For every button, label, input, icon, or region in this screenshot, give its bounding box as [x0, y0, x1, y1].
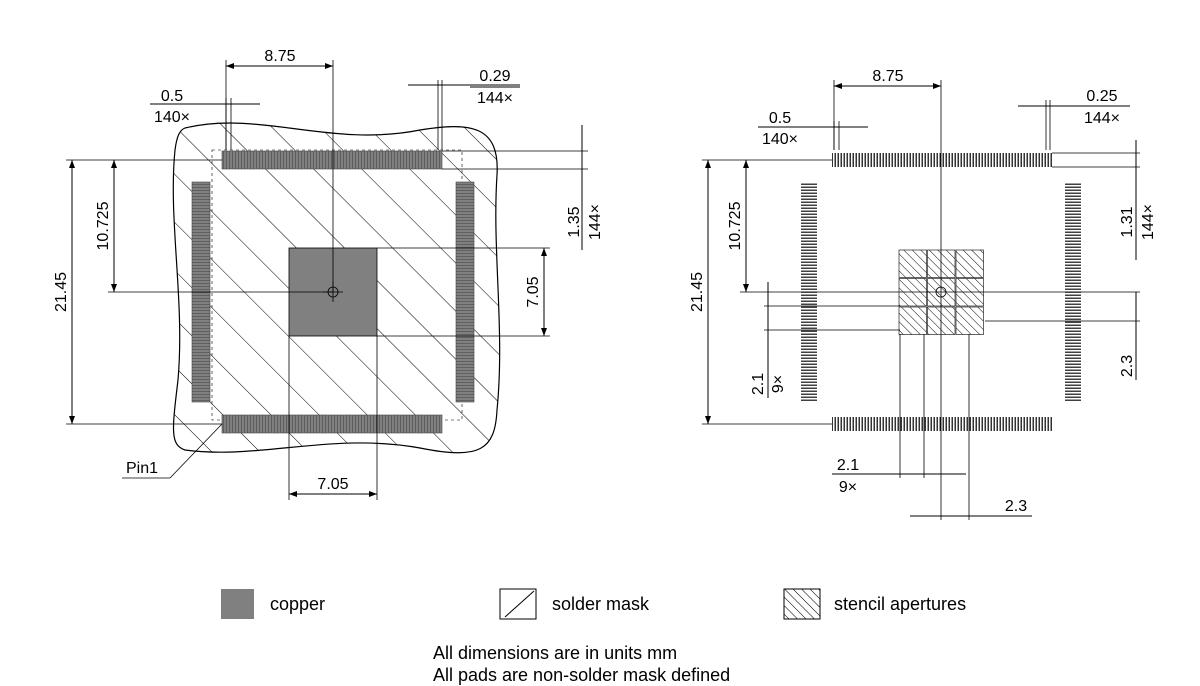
dim-aperture-y: 2.1 — [750, 373, 767, 395]
dim-pad-width: 0.5 — [769, 110, 791, 127]
pad-row-bottom — [221, 414, 443, 434]
legend-stencil-swatch — [783, 588, 821, 620]
dim-mask-width-count: 144× — [477, 90, 513, 107]
pin1-label: Pin1 — [126, 460, 158, 477]
dim-pitch-x: 8.75 — [872, 68, 903, 85]
left-view: 8.75 0.5 140× 0.29 144× 21.45 10.725 1.3… — [53, 48, 604, 500]
dim-stencil-width-count: 144× — [1084, 110, 1120, 127]
dim-aperture-y-count: 9× — [770, 375, 787, 393]
pad-row-top — [221, 150, 443, 170]
dim-gap-y: 2.3 — [1119, 355, 1136, 377]
dim-total-height: 21.45 — [689, 272, 706, 312]
dim-pitch-x: 8.75 — [264, 48, 295, 65]
stencil-row-top — [832, 153, 1052, 167]
dim-mask-width: 0.29 — [479, 68, 510, 85]
dim-pitch-y: 10.725 — [95, 201, 112, 250]
legend-copper-label: copper — [270, 594, 325, 614]
legend-copper-swatch — [221, 589, 254, 619]
note-pads: All pads are non-solder mask defined — [433, 665, 731, 685]
legend: copper solder mask stencil apertures — [221, 588, 966, 620]
dim-total-height: 21.45 — [53, 272, 70, 312]
dim-pad-width: 0.5 — [161, 88, 183, 105]
dim-pitch-y: 10.725 — [727, 201, 744, 250]
legend-solder-mask-label: solder mask — [552, 594, 650, 614]
dim-stencil-width: 0.25 — [1086, 88, 1117, 105]
pad-row-right — [455, 181, 475, 403]
dim-ep-height: 7.05 — [525, 276, 542, 307]
dim-ep-width: 7.05 — [317, 476, 348, 493]
stencil-aperture — [898, 249, 927, 278]
dim-gap-x: 2.3 — [1005, 498, 1027, 515]
legend-stencil-label: stencil apertures — [834, 594, 966, 614]
note-units: All dimensions are in units mm — [433, 643, 678, 663]
dim-pad-length-count: 144× — [587, 204, 604, 240]
stencil-row-bottom — [832, 417, 1052, 431]
dim-stencil-length-count: 144× — [1140, 204, 1157, 240]
dim-pad-width-count: 140× — [762, 131, 798, 148]
dim-pad-width-count: 140× — [154, 109, 190, 126]
dim-aperture-x: 2.1 — [837, 457, 859, 474]
stencil-aperture — [955, 249, 984, 278]
dim-pad-length: 1.35 — [566, 206, 583, 237]
right-view: 8.75 0.5 140× 0.25 144× 21.45 10.725 1.3… — [689, 68, 1157, 520]
stencil-aperture — [898, 306, 927, 335]
stencil-aperture — [955, 306, 984, 335]
dim-stencil-length: 1.31 — [1119, 206, 1136, 237]
dim-aperture-x-count: 9× — [839, 479, 857, 496]
